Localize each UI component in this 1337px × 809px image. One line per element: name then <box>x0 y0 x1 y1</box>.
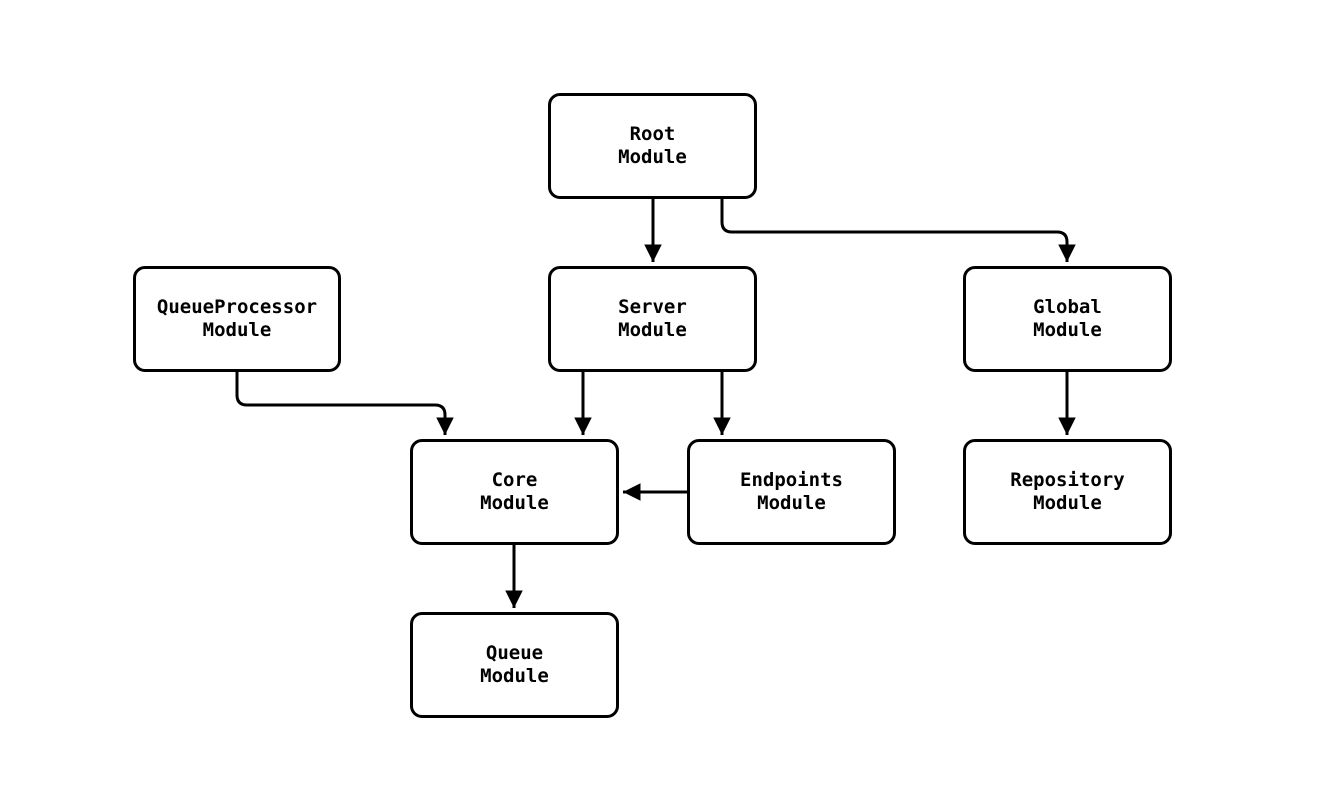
node-label: Repository Module <box>1010 469 1125 514</box>
node-label: Queue Module <box>480 642 549 687</box>
node-queue: Queue Module <box>410 612 619 718</box>
node-core: Core Module <box>410 439 619 545</box>
node-queueprocessor: QueueProcessor Module <box>133 266 341 372</box>
edges-group <box>235 199 1076 608</box>
node-repository: Repository Module <box>963 439 1172 545</box>
node-server: Server Module <box>548 266 757 372</box>
node-label: Global Module <box>1033 296 1102 341</box>
node-label: Server Module <box>618 296 687 341</box>
node-label: Core Module <box>480 469 549 514</box>
node-label: Endpoints Module <box>740 469 843 514</box>
node-endpoints: Endpoints Module <box>687 439 896 545</box>
node-label: QueueProcessor Module <box>156 296 318 341</box>
edge-root-to-global <box>720 199 1076 262</box>
node-label: Root Module <box>618 123 687 168</box>
node-global: Global Module <box>963 266 1172 372</box>
edge-queueprocessor-to-core <box>235 372 454 435</box>
node-root: Root Module <box>548 93 757 199</box>
